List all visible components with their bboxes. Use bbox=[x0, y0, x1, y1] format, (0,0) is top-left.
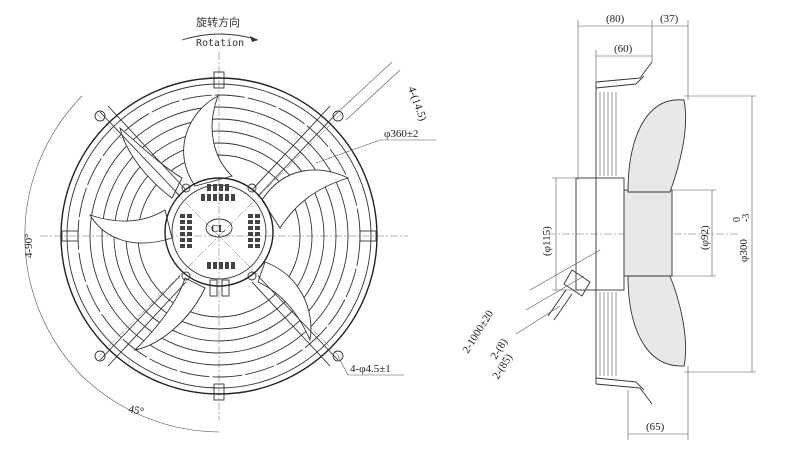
dim-mount-holes-leader bbox=[337, 355, 349, 376]
fan-blades bbox=[88, 95, 350, 351]
front-diagonal-centerline-b bbox=[95, 112, 343, 360]
dim-slot-spacing-label: 4-(14.5) bbox=[405, 85, 429, 123]
support-arms bbox=[61, 71, 377, 401]
logo-text: CL bbox=[211, 224, 225, 235]
dim-ring-diameter-label: φ360±2 bbox=[384, 128, 418, 140]
dim-45-angle-arc bbox=[81, 375, 220, 433]
dim-mount-holes: 4-φ4.5±1 bbox=[337, 355, 404, 376]
dim-cable-length-label: 2-1000±20 bbox=[460, 308, 496, 356]
side-guard bbox=[595, 61, 653, 405]
rotation-indicator: 旋转方向 Rotation bbox=[181, 15, 259, 49]
arm-bottom-left bbox=[99, 275, 187, 367]
dim-ring-diameter-leader bbox=[315, 139, 381, 164]
side-blade-bottom bbox=[627, 275, 687, 367]
guard-ring-4 bbox=[101, 118, 337, 354]
arm-top-left bbox=[99, 105, 187, 197]
motor-outer bbox=[164, 177, 274, 287]
blade-5 bbox=[88, 209, 173, 244]
mount-hole-bottom-left bbox=[94, 350, 106, 362]
dim-45-angle: 45° bbox=[81, 375, 220, 433]
blade-2 bbox=[261, 169, 350, 229]
mount-hole-top-left bbox=[94, 110, 106, 122]
dim-37-label: (37) bbox=[660, 13, 679, 25]
clip-top bbox=[213, 71, 225, 89]
dim-cable-length-line bbox=[529, 249, 601, 291]
dim-45-angle-label: 45° bbox=[127, 403, 145, 418]
rotation-label-english: Rotation bbox=[196, 38, 244, 49]
guard-wires bbox=[599, 92, 617, 376]
cable-gland-1 bbox=[209, 279, 218, 297]
motor-screw-1 bbox=[181, 183, 191, 193]
clip-right bbox=[359, 230, 377, 242]
blade-3 bbox=[257, 261, 312, 342]
blade-1 bbox=[183, 95, 233, 187]
rotation-arrowhead bbox=[250, 36, 258, 42]
arm-top-right bbox=[251, 105, 339, 197]
dim-115-label: (φ115) bbox=[541, 226, 553, 256]
dim-cable-85-line bbox=[515, 305, 561, 335]
arm-bottom-right bbox=[251, 275, 339, 367]
dim-60-label: (60) bbox=[614, 43, 633, 55]
rotor-hub bbox=[623, 189, 673, 277]
dim-holes-angle: 4-90° bbox=[23, 95, 83, 377]
mount-hole-bottom-right bbox=[332, 350, 344, 362]
dim-92-label: (φ92) bbox=[699, 225, 711, 250]
side-view: (80) (37) (60) (65) (φ115) (φ92) φ300 0 … bbox=[460, 13, 756, 440]
logo-emblem bbox=[205, 218, 233, 238]
side-blade-top bbox=[627, 99, 687, 193]
rotation-label-chinese: 旋转方向 bbox=[196, 15, 240, 29]
guard-ring-1 bbox=[66, 83, 372, 389]
dim-mount-holes-label: 4-φ4.5±1 bbox=[350, 363, 391, 375]
front-view: CL 4-90° 45° 4-(14.5) φ360±2 bbox=[23, 52, 436, 433]
dim-slot-spacing-line-a bbox=[337, 61, 393, 113]
clip-bottom bbox=[213, 383, 225, 401]
guard-outer-ring bbox=[60, 77, 378, 395]
motor-vent-grid bbox=[180, 184, 260, 269]
cable-outlet bbox=[547, 269, 591, 321]
motor-screw-3 bbox=[181, 271, 191, 281]
dim-cable-8-line bbox=[525, 275, 585, 311]
dim-300-tolerance-lower: -3 bbox=[741, 214, 752, 222]
blade-6 bbox=[119, 126, 183, 199]
guard-bottom-flange bbox=[595, 377, 653, 405]
dim-holes-angle-label: 4-90° bbox=[23, 233, 35, 258]
mount-holes bbox=[94, 110, 344, 362]
dim-80-label: (80) bbox=[606, 13, 625, 25]
clip-left bbox=[61, 230, 79, 242]
motor-screw-2 bbox=[247, 183, 257, 193]
guard-ring-3 bbox=[89, 106, 349, 366]
dim-slot-spacing: 4-(14.5) bbox=[337, 61, 429, 123]
dim-300-tolerance-upper: 0 bbox=[732, 217, 743, 222]
dim-300-label: φ300 bbox=[738, 239, 750, 262]
guard-top-flange bbox=[595, 61, 653, 89]
dim-ring-diameter: φ360±2 bbox=[315, 128, 436, 164]
cable-wire-2 bbox=[553, 293, 573, 321]
cable-gland-body bbox=[563, 269, 591, 297]
dim-slot-spacing-line-b bbox=[345, 69, 401, 121]
dim-65-label: (65) bbox=[646, 421, 665, 433]
blade-4 bbox=[133, 277, 206, 351]
dim-holes-angle-arc bbox=[24, 95, 83, 377]
motor-hub: CL bbox=[164, 177, 274, 297]
mount-hole-top-right bbox=[332, 110, 344, 122]
motor-screw-4 bbox=[247, 271, 257, 281]
cable-gland-2 bbox=[221, 279, 230, 297]
